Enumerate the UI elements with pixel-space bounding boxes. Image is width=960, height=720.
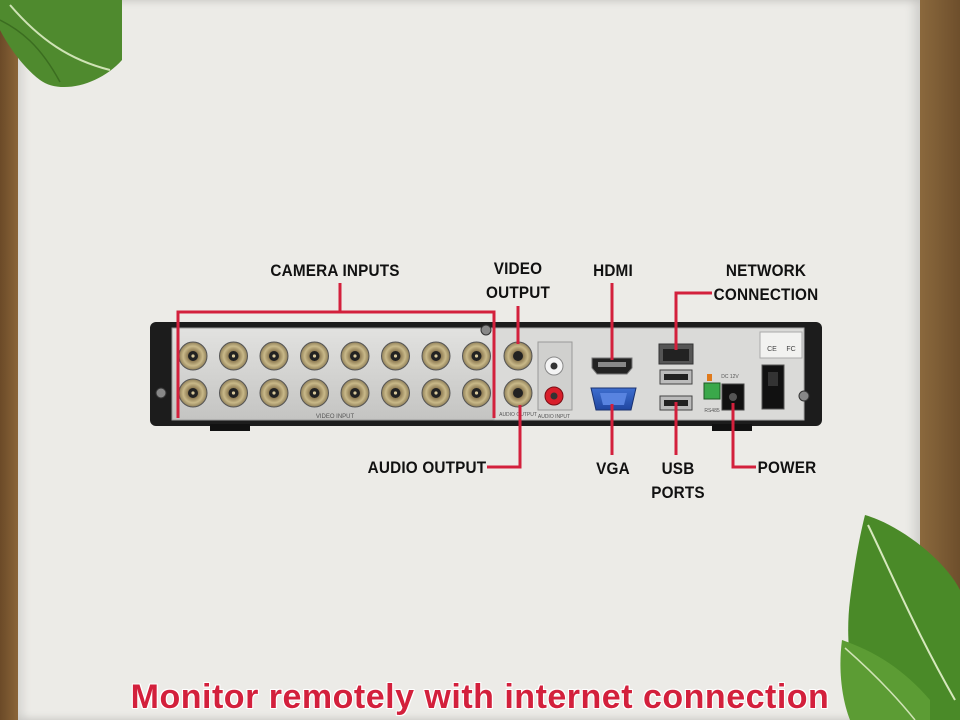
camera-inputs-label: CAMERA INPUTS [270,261,400,280]
camera-input-bnc-icon [381,341,410,371]
camera-input-bnc-icon [340,341,370,371]
camera-input-bnc-icon [421,378,451,408]
network-callout-line [674,291,712,350]
camera-input-bnc-icon [381,378,410,408]
caption-banner: Monitor remotely with internet connectio… [130,678,830,716]
camera-input-bnc-icon [219,378,248,408]
camera-input-bnc-icon [300,378,329,408]
chassis-screws [155,324,810,402]
power-spec-marking: DC 12V [721,374,739,380]
audio-input-marking: AUDIO INPUT [538,414,570,420]
camera-input-bnc-icon [340,378,370,408]
rs485-marking: RS485 [704,408,720,414]
camera-input-bnc-icon [259,378,289,408]
network-port [658,343,694,365]
camera-input-bnc-icon [462,341,491,371]
power-callout-line [731,403,756,469]
camera-input-bnc-icon [219,341,248,371]
usb-ports-label: USB PORTS [651,459,705,502]
wood-frame-left [0,0,18,720]
camera-input-bnc-icon [259,341,289,371]
network-connection-label: NETWORK CONNECTION [713,261,819,304]
camera-input-connectors [178,341,491,408]
hdmi-port [591,357,633,375]
callout-lines [176,283,756,469]
camera-input-bnc-icon [421,341,451,371]
fcc-mark: FC [786,346,795,353]
rs485-terminal [703,374,721,400]
camera-input-bnc-icon [178,341,208,371]
power-switch [761,364,785,410]
audio-output-marking: AUDIO OUTPUT [499,412,537,418]
audio-output-label: AUDIO OUTPUT [367,458,487,477]
audio-output-connector [503,378,533,408]
video-input-marking: VIDEO INPUT [316,414,355,420]
certification-label: CE FC [759,331,803,359]
hdmi-label: HDMI [593,261,633,280]
camera-input-bnc-icon [462,378,491,408]
rca-audio-jacks [537,341,573,411]
dc-power-jack [721,383,745,411]
vga-port [590,387,637,411]
power-label: POWER [757,458,817,477]
vga-label: VGA [596,459,630,478]
audio-output-callout-line [487,405,522,469]
camera-input-bnc-icon [300,341,329,371]
camera-inputs-callout-line [176,283,496,418]
ce-mark: CE [767,346,777,353]
video-output-connector [503,341,533,371]
camera-input-bnc-icon [178,378,208,408]
video-output-label: VIDEO OUTPUT [486,259,550,302]
